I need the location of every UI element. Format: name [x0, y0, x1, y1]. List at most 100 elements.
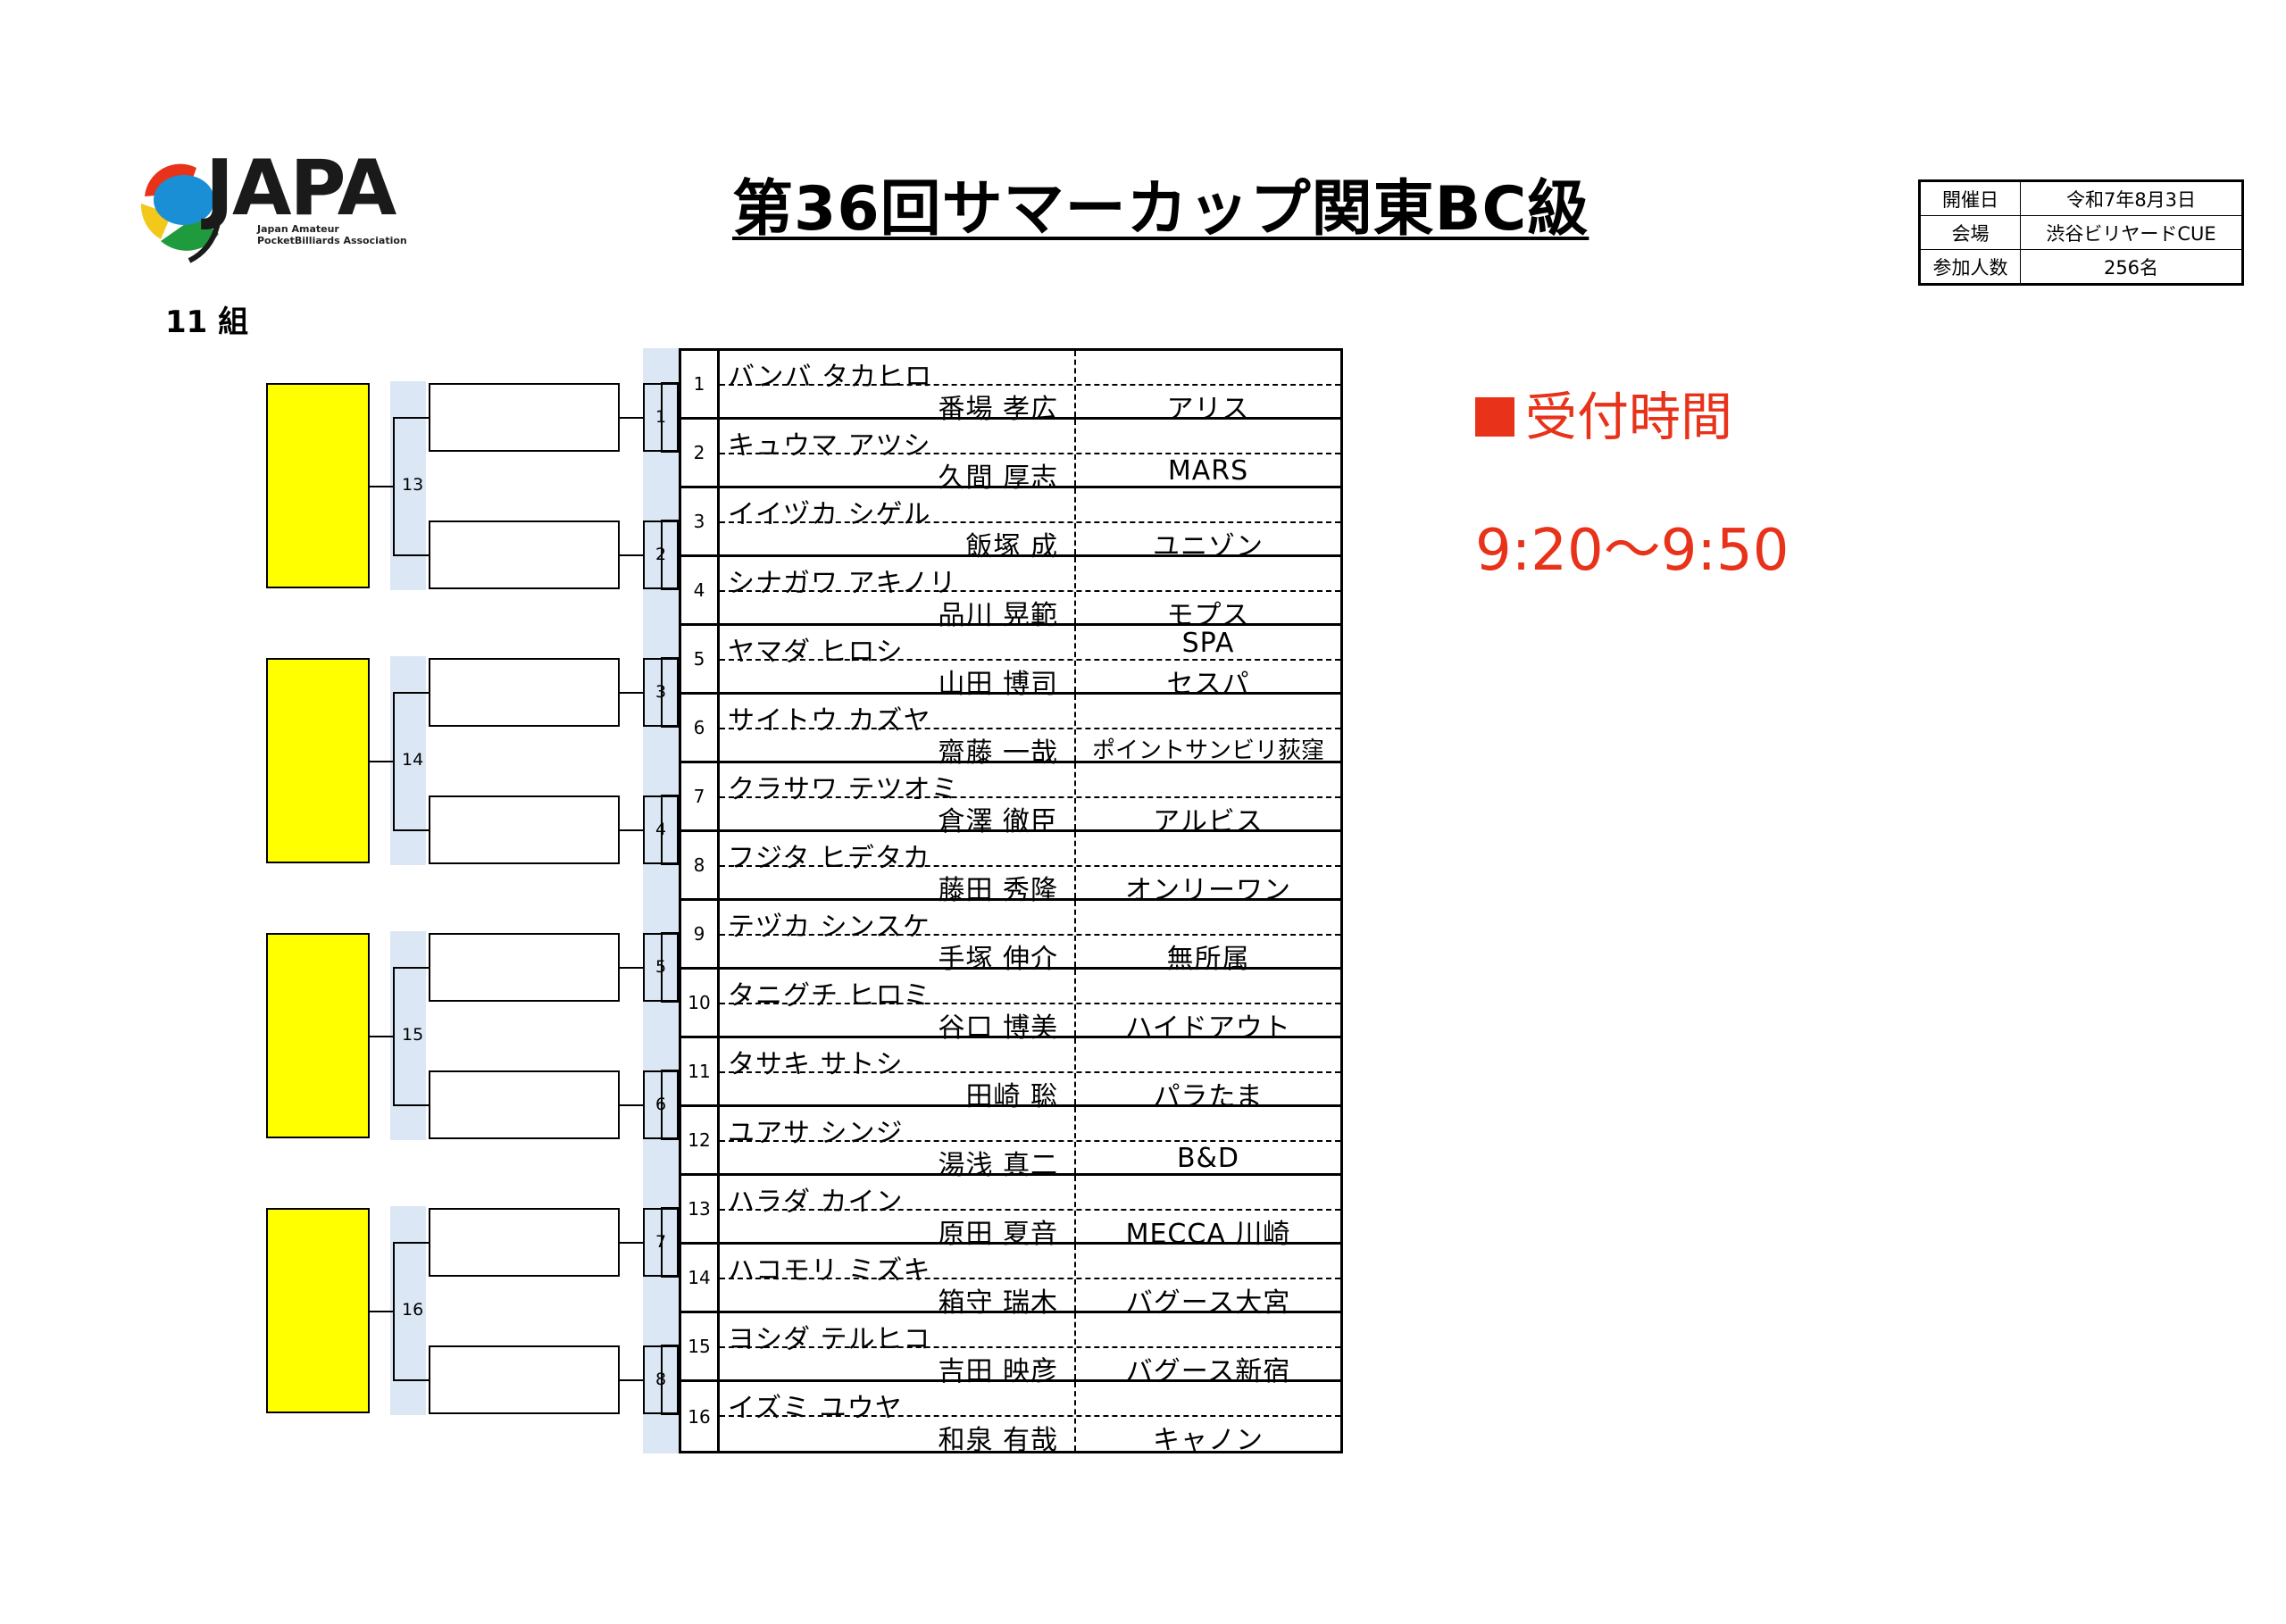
club-name: パラたま — [1153, 1081, 1264, 1112]
column-divider — [1074, 763, 1076, 829]
bracket-line — [393, 554, 429, 556]
player-name-kanji: 品川 晃範 — [938, 600, 1058, 631]
logo-subtitle-line2: PocketBilliards Association — [257, 235, 407, 246]
event-info-table: 開催日 令和7年8月3日 会場 渋谷ビリヤードCUE 参加人数 256名 — [1918, 179, 2244, 286]
player-name-kana: ヤマダ ヒロシ — [728, 637, 904, 668]
row-divider — [720, 1003, 1340, 1004]
club-name: 無所属 — [1166, 944, 1250, 975]
player-name-kana: フジタ ヒデタカ — [728, 843, 930, 874]
bracket-line — [661, 1138, 679, 1140]
row-divider — [720, 1209, 1340, 1211]
row-divider — [720, 659, 1340, 661]
column-divider — [1074, 695, 1076, 761]
bracket-line — [661, 863, 679, 865]
bracket-line — [393, 692, 395, 831]
bracket-line — [661, 1345, 663, 1415]
bracket-line — [661, 657, 663, 728]
row-divider — [720, 865, 1340, 867]
round2-result-box — [429, 1208, 620, 1277]
column-divider — [1074, 901, 1076, 967]
player-name-kana: テヅカ シンスケ — [728, 912, 930, 943]
bracket-line — [620, 1379, 643, 1381]
bracket-line — [393, 1242, 429, 1244]
row-divider — [720, 728, 1340, 729]
bracket-line — [370, 1311, 393, 1312]
player-name-kana: タサキ サトシ — [728, 1049, 904, 1080]
bracket-line — [620, 554, 643, 556]
info-value: 256名 — [2020, 249, 2243, 285]
logo-wordmark: JAPA — [205, 144, 396, 233]
player-name-kana: タニグチ ヒロミ — [728, 980, 931, 1012]
bracket-line — [661, 1207, 663, 1278]
row-divider — [720, 453, 1340, 454]
player-name-kanji: 久間 厚志 — [938, 462, 1058, 494]
row-divider — [720, 384, 1340, 386]
bracket-line — [393, 829, 429, 831]
bracket-line — [661, 520, 663, 590]
column-divider — [1074, 488, 1076, 554]
club-name: ポイントサンビリ荻窪 — [1091, 737, 1324, 764]
club-name: MARS — [1167, 455, 1249, 487]
bracket-line — [661, 588, 679, 590]
bracket-line — [393, 967, 429, 969]
bracket-line — [620, 692, 643, 694]
bracket-line — [620, 1242, 643, 1244]
seed-number: 2 — [681, 420, 720, 486]
round3-match-number: 15 — [402, 1025, 424, 1045]
club-name: オンリーワン — [1125, 875, 1291, 906]
reception-heading-text: 受付時間 — [1525, 387, 1733, 447]
round2-result-box — [429, 521, 620, 589]
column-divider — [1074, 626, 1076, 692]
row-divider — [720, 796, 1340, 798]
bracket-line — [620, 417, 643, 419]
round2-result-box — [429, 1070, 620, 1139]
bracket-line — [661, 451, 679, 453]
player-name-kanji: 山田 博司 — [938, 669, 1058, 700]
bracket-line — [661, 1070, 663, 1140]
logo-subtitle: Japan Amateur PocketBilliards Associatio… — [257, 223, 407, 246]
seed-number: 6 — [681, 695, 720, 761]
bracket-line — [661, 1413, 679, 1415]
player-name-kanji: 番場 孝広 — [938, 394, 1058, 425]
seed-number: 4 — [681, 557, 720, 623]
column-divider — [1074, 1107, 1076, 1173]
bracket-line — [661, 1276, 679, 1278]
info-row: 会場 渋谷ビリヤードCUE — [1919, 215, 2243, 250]
row-divider — [720, 1140, 1340, 1142]
seed-number: 12 — [681, 1107, 720, 1173]
player-name-kana: イズミ ユウヤ — [728, 1393, 903, 1424]
info-row: 開催日 令和7年8月3日 — [1919, 180, 2243, 216]
page-title: 第36回サマーカップ関東BC級 — [732, 174, 1589, 245]
seed-number: 15 — [681, 1313, 720, 1379]
player-name-kana: クラサワ テツオミ — [728, 774, 959, 805]
bracket-shade-strip — [643, 348, 679, 1453]
japa-logo-icon — [140, 163, 223, 263]
club-name: アルビス — [1153, 806, 1264, 837]
row-divider — [720, 521, 1340, 523]
round2-result-box — [429, 1345, 620, 1414]
bracket-line — [393, 967, 395, 1106]
seed-number: 8 — [681, 832, 720, 898]
seed-number: 1 — [681, 351, 720, 417]
seed-number: 16 — [681, 1382, 720, 1451]
info-key: 参加人数 — [1919, 249, 2021, 285]
bracket-line — [393, 1379, 429, 1381]
row-divider — [720, 590, 1340, 592]
player-name-kanji: 齋藤 一哉 — [938, 737, 1058, 769]
round2-match-number: 3 — [643, 658, 679, 727]
player-name-kanji: 田崎 聡 — [965, 1081, 1058, 1112]
club-name-top: SPA — [1181, 628, 1235, 659]
player-name-kana: ヨシダ テルヒコ — [728, 1324, 931, 1355]
player-name-kanji: 湯浅 真二 — [938, 1150, 1058, 1181]
bracket-line — [661, 932, 663, 1003]
column-divider — [1074, 1245, 1076, 1311]
round2-match-number: 6 — [643, 1070, 679, 1139]
player-name-kanji: 倉澤 徹臣 — [938, 806, 1058, 837]
row-divider — [720, 1071, 1340, 1073]
bracket-line — [393, 417, 429, 419]
